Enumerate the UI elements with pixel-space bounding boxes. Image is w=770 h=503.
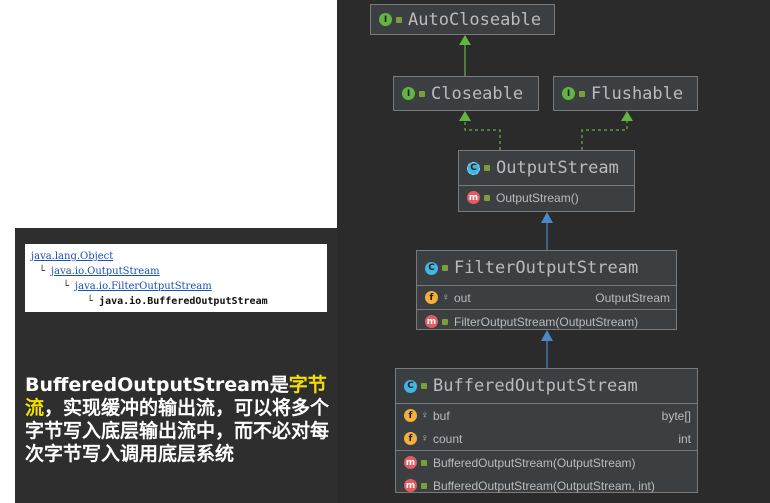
public-visibility-icon [421, 459, 427, 466]
public-visibility-icon [421, 482, 427, 489]
protected-visibility-icon: ♀ [421, 433, 429, 444]
public-visibility-icon [484, 165, 490, 171]
hierarchy-link-object[interactable]: java.lang.Object [31, 251, 114, 262]
class-name: Flushable [591, 83, 684, 104]
interface-icon: I [562, 87, 575, 100]
public-visibility-icon [579, 90, 585, 97]
description-highlight: 字节流 [25, 374, 327, 419]
class-name: OutputStream [496, 158, 619, 178]
field-row[interactable]: f ♀ count int [396, 427, 697, 450]
hierarchy-link-filteroutputstream[interactable]: java.io.FilterOutputStream [75, 281, 212, 292]
field-icon: f [404, 409, 417, 422]
protected-visibility-icon: ♀ [442, 292, 450, 303]
interface-icon: I [402, 87, 415, 100]
uml-class-filteroutputstream[interactable]: C FilterOutputStream f ♀ out OutputStrea… [416, 250, 677, 330]
uml-class-flushable[interactable]: I Flushable [553, 76, 698, 111]
uml-class-closeable[interactable]: I Closeable [393, 76, 539, 111]
public-visibility-icon [421, 383, 427, 389]
hierarchy-link-outputstream[interactable]: java.io.OutputStream [51, 266, 160, 277]
field-name: count [433, 431, 463, 446]
public-visibility-icon [419, 90, 425, 97]
class-icon: C [425, 261, 438, 275]
public-visibility-icon [442, 265, 448, 271]
field-type: int [678, 431, 691, 446]
arrow-outputstream-to-flushable [581, 120, 628, 150]
field-name: buf [433, 408, 450, 423]
class-name: FilterOutputStream [454, 258, 639, 278]
abstract-class-icon: C [467, 161, 480, 175]
arrowhead-closeable [459, 111, 471, 121]
method-row[interactable]: m BufferedOutputStream(OutputStream) [396, 450, 697, 474]
field-icon: f [425, 291, 438, 304]
public-visibility-icon [442, 318, 448, 325]
field-name: out [454, 290, 471, 305]
class-name: AutoCloseable [408, 9, 542, 30]
field-type: byte[] [661, 408, 691, 423]
description-rest: ，实现缓冲的输出流，可以将多个字节写入底层输出流中，而不必对每次字节写入调用底层… [25, 397, 330, 465]
hierarchy-current-class: java.io.BufferedOutputStream [99, 296, 268, 307]
uml-diagram-panel: I AutoCloseable I Closeable I Flushable … [337, 0, 770, 503]
uml-class-outputstream[interactable]: C OutputStream m OutputStream() [458, 150, 635, 212]
description-text: BufferedOutputStream是字节流，实现缓冲的输出流，可以将多个字… [25, 374, 337, 466]
javadoc-hierarchy: java.lang.Object └ java.io.OutputStream … [25, 244, 327, 312]
tree-branch-icon: └ [87, 296, 100, 307]
description-prefix: BufferedOutputStream是 [25, 374, 289, 396]
method-row[interactable]: m OutputStream() [459, 186, 634, 209]
info-card: java.lang.Object └ java.io.OutputStream … [15, 228, 337, 503]
field-icon: f [404, 432, 417, 445]
method-icon: m [425, 315, 438, 328]
arrowhead-outputstream [541, 212, 553, 223]
public-visibility-icon [396, 16, 402, 23]
protected-visibility-icon: ♀ [421, 410, 429, 421]
method-signature: BufferedOutputStream(OutputStream) [433, 455, 636, 470]
field-type: OutputStream [595, 290, 670, 305]
field-row[interactable]: f ♀ buf byte[] [396, 404, 697, 427]
arrowhead-flushable [621, 111, 633, 121]
uml-class-bufferedoutputstream[interactable]: C BufferedOutputStream f ♀ buf byte[] f … [395, 368, 698, 493]
method-signature: OutputStream() [496, 190, 579, 205]
field-row[interactable]: f ♀ out OutputStream [417, 286, 676, 309]
method-row[interactable]: m FilterOutputStream(OutputStream) [417, 309, 676, 333]
method-row[interactable]: m BufferedOutputStream(OutputStream, int… [396, 474, 697, 497]
public-visibility-icon [484, 194, 490, 201]
method-signature: BufferedOutputStream(OutputStream, int) [433, 478, 655, 493]
method-signature: FilterOutputStream(OutputStream) [454, 314, 639, 329]
method-icon: m [467, 191, 480, 204]
interface-icon: I [379, 13, 392, 26]
class-name: BufferedOutputStream [433, 376, 638, 396]
class-icon: C [404, 379, 417, 393]
arrow-outputstream-to-closeable [464, 120, 501, 150]
method-icon: m [404, 456, 417, 469]
tree-branch-icon: └ [39, 266, 52, 277]
class-name: Closeable [431, 83, 524, 104]
method-icon: m [404, 479, 417, 492]
arrowhead-autocloseable [459, 35, 471, 45]
tree-branch-icon: └ [63, 281, 76, 292]
uml-class-autocloseable[interactable]: I AutoCloseable [370, 4, 555, 35]
